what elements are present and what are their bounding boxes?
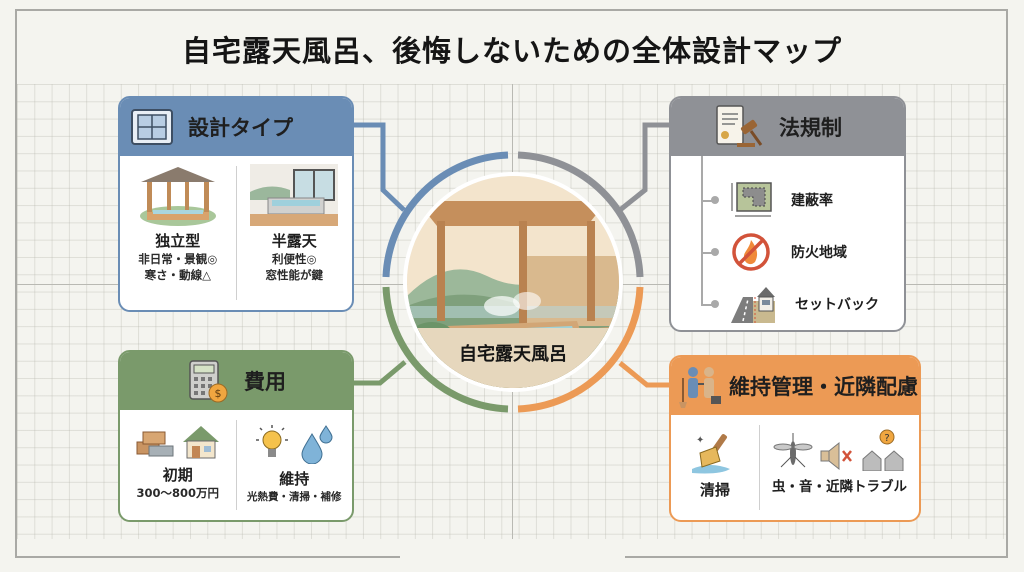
card-title: 設計タイプ	[188, 116, 293, 140]
card-header: 設計タイプ	[120, 98, 352, 156]
house-icon	[181, 424, 221, 460]
option-line: 窓性能が鍵	[265, 268, 324, 282]
card-body: ✦ 清掃	[671, 415, 919, 520]
column-divider	[235, 420, 237, 510]
mosquito-icon	[773, 431, 813, 471]
cost-detail: 光熱費・清掃・補修	[247, 491, 342, 503]
svg-text:?: ?	[884, 433, 889, 444]
card-header: $ 費用	[120, 352, 352, 410]
card-header: 法規制	[671, 98, 904, 156]
tree-line	[701, 156, 703, 304]
option-semi-outdoor: 半露天 利便性◎ 窓性能が鍵	[237, 156, 353, 310]
blueprint-icon	[130, 107, 174, 147]
option-standalone: 独立型 非日常・景観◎ 寒さ・動線△	[120, 156, 236, 310]
regulation-label: セットバック	[795, 297, 879, 313]
column-divider	[759, 425, 760, 510]
maintenance-title: 清掃	[699, 481, 730, 499]
option-title: 半露天	[271, 232, 317, 250]
legal-document-gavel-icon	[713, 103, 765, 151]
maintenance-title: 虫・音・近隣トラブル	[772, 479, 907, 495]
regulation-label: 建蔽率	[791, 193, 833, 209]
cost-maintenance: 維持 光熱費・清掃・補修	[237, 410, 353, 520]
center-label: 自宅露天風呂	[407, 328, 619, 388]
cost-detail: 300〜800万円	[136, 486, 219, 500]
neighbor-houses-icon: ?	[861, 429, 907, 471]
setback-road-icon	[729, 283, 777, 325]
cost-title: 維持	[279, 470, 310, 488]
card-body: 初期 300〜800万円	[120, 410, 352, 520]
maintenance-neighbor: ? 虫・音・近隣トラブル	[760, 415, 919, 520]
regulation-item: 防火地域	[701, 226, 904, 278]
card-title: 費用	[244, 370, 286, 394]
card-title: 法規制	[779, 116, 842, 140]
calculator-coin-icon: $	[186, 359, 230, 403]
card-maintenance: 維持管理・近隣配慮 ✦ 清掃	[669, 355, 921, 522]
frame-bottom-left	[15, 556, 400, 558]
gazebo-icon	[137, 164, 219, 226]
option-line: 利便性◎	[271, 252, 317, 266]
water-drops-icon	[298, 424, 334, 464]
cost-title: 初期	[162, 466, 193, 484]
lumber-icon	[135, 424, 175, 460]
no-fire-icon	[729, 232, 773, 272]
svg-text:$: $	[215, 387, 222, 400]
option-title: 独立型	[155, 232, 201, 250]
center-hub: 自宅露天風呂	[380, 149, 646, 415]
regulation-list: 建蔽率 防火地域	[671, 156, 904, 330]
option-line: 寒さ・動線△	[144, 268, 211, 282]
card-header: 維持管理・近隣配慮	[671, 357, 919, 415]
brush-icon: ✦	[690, 431, 740, 475]
regulation-item: 建蔽率	[701, 174, 904, 226]
card-title: 維持管理・近隣配慮	[729, 375, 918, 399]
svg-text:✦: ✦	[696, 435, 704, 446]
speaker-mute-icon	[819, 441, 855, 471]
option-line: 非日常・景観◎	[138, 252, 218, 266]
card-design-type: 設計タイプ 独立型 非日常・景観◎ 寒さ・動線△	[118, 96, 354, 312]
cost-initial: 初期 300〜800万円	[120, 410, 236, 520]
card-cost: $ 費用	[118, 350, 354, 522]
page-frame	[15, 9, 1008, 557]
lightbulb-icon	[254, 424, 290, 464]
frame-bottom-right	[625, 556, 1008, 558]
page-title: 自宅露天風呂、後悔しないための全体設計マップ	[181, 34, 842, 68]
regulation-label: 防火地域	[791, 245, 847, 261]
maintenance-cleaning: ✦ 清掃	[671, 415, 759, 520]
column-divider	[235, 166, 237, 300]
handshake-people-icon	[679, 364, 723, 408]
card-regulations: 法規制 建蔽率	[669, 96, 906, 332]
indoor-bath-icon	[250, 164, 339, 226]
card-body: 独立型 非日常・景観◎ 寒さ・動線△ 半露天 利便性◎ 窓性能が鍵	[120, 156, 352, 310]
outdoor-bath-illustration: 自宅露天風呂	[403, 172, 623, 392]
lot-coverage-icon	[729, 181, 773, 219]
regulation-item: セットバック	[701, 278, 904, 330]
